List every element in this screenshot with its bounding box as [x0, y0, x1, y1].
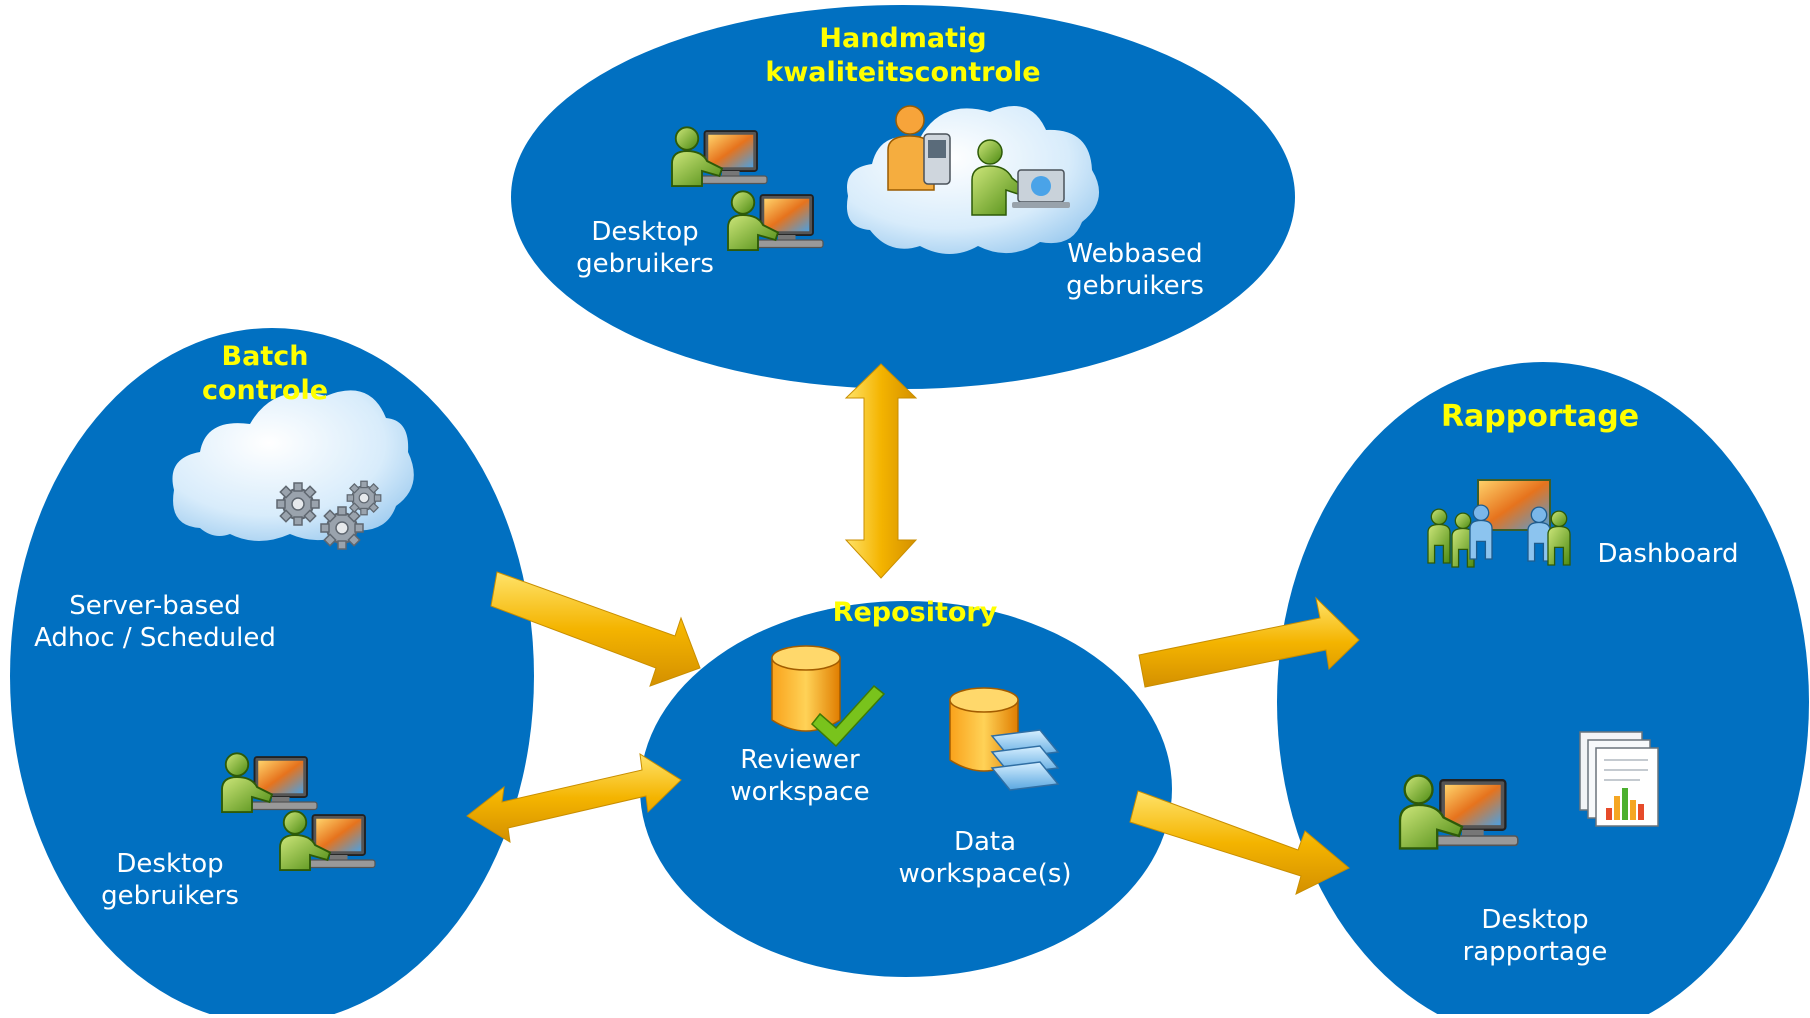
batch-control-ellipse [10, 328, 534, 1018]
batch-desktop-users-label: Desktop gebruikers [101, 849, 239, 911]
rapportage-title: Rapportage [1440, 399, 1640, 434]
dashboard-label: Dashboard [1597, 539, 1739, 569]
chart-icon [1606, 788, 1644, 820]
database-check-icon [771, 645, 886, 748]
desktop-reporting-label: Desktop rapportage [1462, 905, 1608, 967]
web-user-icon [971, 139, 1070, 216]
arrow-manual-repository [844, 363, 918, 579]
repository-title: Repository [832, 597, 998, 628]
arrow-repository-to-desktop-report [1129, 790, 1350, 895]
dashboard-presentation-icon [1427, 479, 1571, 568]
arrow-batch-to-repository [490, 571, 701, 687]
reviewer-workspace-label: Reviewer workspace [730, 745, 870, 807]
top-desktop-users-label: Desktop gebruikers [576, 217, 714, 279]
server-based-label: Server-based Adhoc / Scheduled [34, 591, 276, 653]
database-layers-icon [949, 687, 1060, 791]
desktop-report-user-icon [1398, 774, 1519, 850]
arrow-repository-to-dashboard [1138, 596, 1360, 688]
manual-qc-title: Handmatig kwaliteitscontrole [765, 23, 1041, 88]
data-workspace-label: Data workspace(s) [898, 827, 1072, 889]
batch-control-title: Batch controle [201, 341, 329, 406]
web-users-label: Webbased gebruikers [1066, 239, 1204, 301]
arrow-repository-desktop-batch [466, 753, 682, 843]
mobile-user-icon [887, 105, 951, 191]
reporting-ellipse [1277, 362, 1809, 1018]
